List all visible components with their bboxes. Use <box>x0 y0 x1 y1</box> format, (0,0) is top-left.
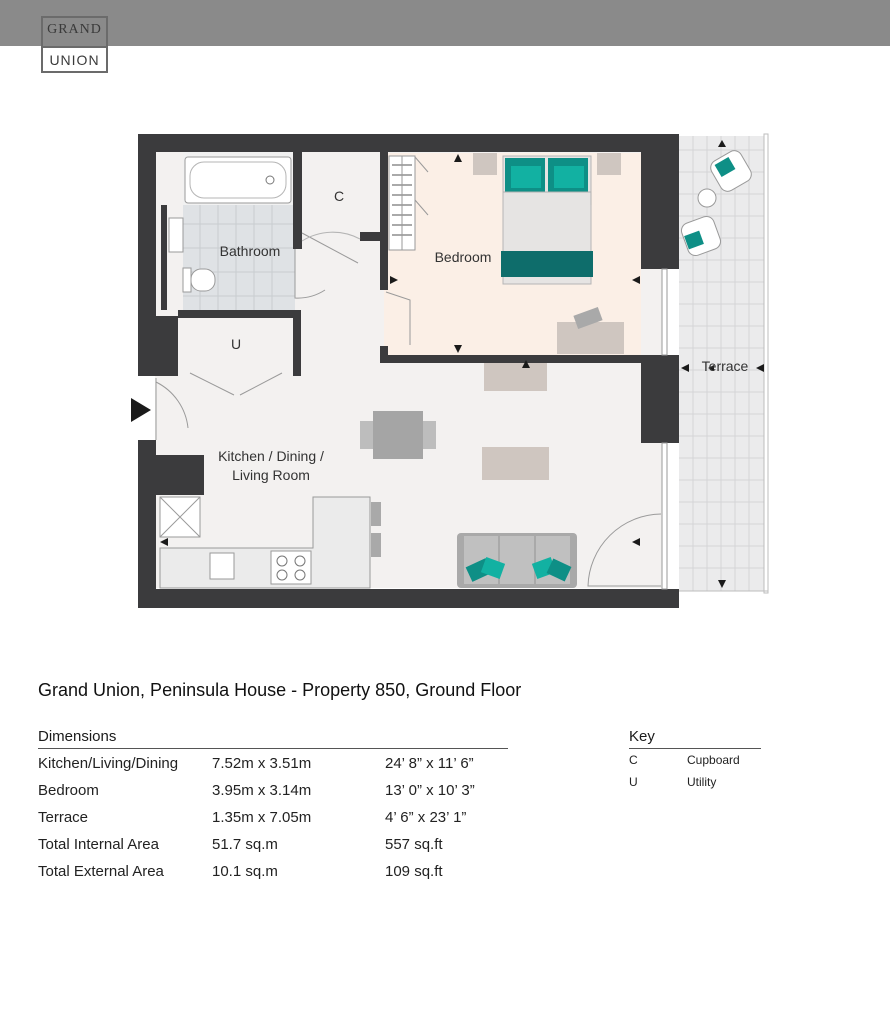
key-rule <box>629 748 761 749</box>
dimension-metric: 10.1 sq.m <box>212 863 278 880</box>
logo-line-1: GRAND <box>47 22 102 37</box>
dimension-metric: 3.95m x 3.14m <box>212 782 312 799</box>
label-bathroom: Bathroom <box>220 243 281 259</box>
kitchen-units <box>159 496 381 589</box>
toilet <box>182 267 216 293</box>
walls <box>138 134 679 608</box>
label-living-line-2: Living Room <box>232 467 310 483</box>
dimension-imperial: 557 sq.ft <box>385 836 443 853</box>
logo-divider <box>43 46 106 48</box>
property-title: Grand Union, Peninsula House - Property … <box>38 680 522 700</box>
sofa <box>457 533 577 588</box>
key-code: U <box>629 775 638 789</box>
grand-union-logo[interactable]: GRAND UNION <box>41 16 108 73</box>
key-heading: Key <box>629 728 655 745</box>
dimension-markers <box>160 140 764 588</box>
entrance-arrow <box>131 398 151 422</box>
dimension-metric: 51.7 sq.m <box>212 836 278 853</box>
terrace-area <box>679 133 769 594</box>
dimension-room: Total External Area <box>38 863 164 880</box>
dimension-room: Bedroom <box>38 782 99 799</box>
dimension-room: Terrace <box>38 809 89 826</box>
terrace-furniture <box>680 150 752 257</box>
dimension-imperial: 13’ 0” x 10’ 3” <box>385 782 475 799</box>
bathtub <box>184 156 292 204</box>
dimensions-heading: Dimensions <box>38 728 117 745</box>
basin <box>168 217 184 253</box>
label-living-line-1: Kitchen / Dining / <box>218 448 324 464</box>
label-utility: U <box>231 336 241 352</box>
dimension-metric: 1.35m x 7.05m <box>212 809 312 826</box>
bathroom-floor <box>183 205 295 310</box>
dimension-metric: 7.52m x 3.51m <box>212 755 312 772</box>
dimensions-rule <box>38 748 508 749</box>
key-label: Utility <box>687 775 717 789</box>
top-banner <box>0 0 890 46</box>
dimension-imperial: 24’ 8” x 11’ 6” <box>385 755 474 772</box>
label-bedroom: Bedroom <box>435 249 492 265</box>
dimension-imperial: 4’ 6” x 23’ 1” <box>385 809 467 826</box>
double-bed <box>473 153 621 285</box>
floor-plan: C Bathroom Bedroom U Terrace Kitchen / D… <box>131 133 769 608</box>
tv-unit <box>484 363 547 391</box>
key-code: C <box>629 753 638 767</box>
label-terrace: Terrace <box>702 358 749 374</box>
logo-line-2: UNION <box>49 52 100 68</box>
bedroom-desk <box>557 322 624 354</box>
coffee-table <box>482 447 549 480</box>
label-cupboard: C <box>334 188 344 204</box>
dimension-room: Total Internal Area <box>38 836 159 853</box>
dimension-room: Kitchen/Living/Dining <box>38 755 179 772</box>
key-label: Cupboard <box>687 753 740 767</box>
dining-table <box>360 411 436 459</box>
wardrobe <box>388 155 429 251</box>
dimension-imperial: 109 sq.ft <box>385 863 443 880</box>
